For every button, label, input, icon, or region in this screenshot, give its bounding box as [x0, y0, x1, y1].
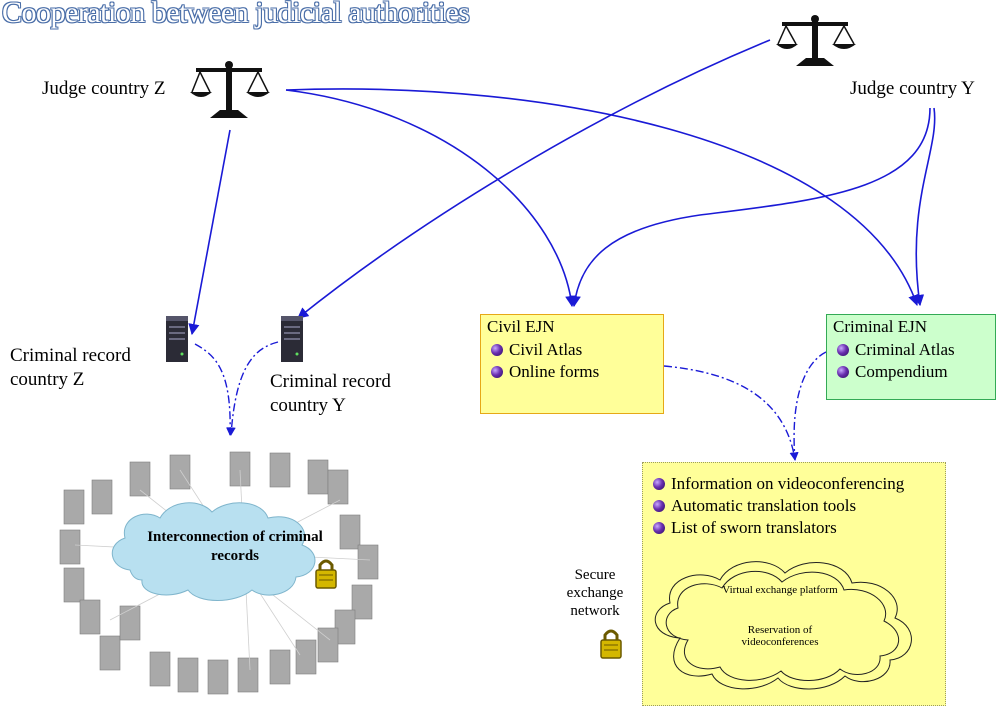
civil-ejn-box: Civil EJN Civil Atlas Online forms — [480, 314, 664, 414]
padlock-icon — [315, 559, 337, 589]
list-item: Compendium — [837, 361, 995, 383]
cloud-icon — [654, 561, 912, 690]
criminal-record-y-label: Criminal record country Y — [270, 371, 391, 416]
scales-icon — [776, 15, 856, 66]
list-item: Civil Atlas — [491, 339, 663, 361]
bullet-icon — [653, 478, 665, 490]
arrow-judgez-to-criminal — [285, 88, 919, 307]
bullet-icon — [653, 522, 665, 534]
judge-z-label: Judge country Z — [42, 78, 166, 99]
cloud-line-1: Virtual exchange platform — [722, 584, 838, 596]
scales-icon — [190, 61, 270, 118]
civil-ejn-title: Civil EJN — [487, 317, 555, 336]
arrow-judgey-to-criminal — [913, 107, 936, 307]
criminal-ejn-title: Criminal EJN — [833, 317, 927, 336]
server-icon — [281, 316, 303, 362]
dashed-arrow-civil-to-platform — [663, 365, 798, 461]
dashed-arrow-recordz-to-network — [194, 343, 235, 436]
interconnection-label: Interconnection of criminal records — [147, 529, 323, 564]
arrow-judgez-to-recordz — [188, 129, 231, 336]
arrow-judgey-to-recordy — [297, 39, 771, 319]
bullet-icon — [653, 500, 665, 512]
list-item: Information on videoconferencing — [653, 473, 945, 495]
bullet-icon — [491, 366, 503, 378]
list-item: Online forms — [491, 361, 663, 383]
list-item: Automatic translation tools — [653, 495, 945, 517]
bullet-icon — [491, 344, 503, 356]
cloud-icon — [111, 502, 316, 601]
padlock-icon — [600, 629, 622, 659]
page-title: Cooperation between judicial authorities — [2, 0, 470, 29]
bullet-icon — [837, 366, 849, 378]
secure-network-label: Secure exchange network — [566, 567, 624, 619]
list-item: Criminal Atlas — [837, 339, 995, 361]
criminal-ejn-box: Criminal EJN Criminal Atlas Compendium — [826, 314, 996, 400]
list-item: List of sworn translators — [653, 517, 945, 539]
arrow-judgez-to-civil — [285, 89, 577, 308]
server-ring — [59, 451, 379, 695]
judge-y-label: Judge country Y — [850, 78, 975, 99]
server-icon — [166, 316, 188, 362]
arrow-judgey-to-civil — [569, 107, 931, 308]
criminal-record-z-label: Criminal record country Z — [10, 345, 131, 390]
cloud-line-2: Reservation of videoconferences — [741, 624, 819, 648]
dashed-arrow-criminal-to-platform — [790, 351, 827, 461]
dashed-arrow-recordy-to-network — [227, 341, 279, 436]
bullet-icon — [837, 344, 849, 356]
